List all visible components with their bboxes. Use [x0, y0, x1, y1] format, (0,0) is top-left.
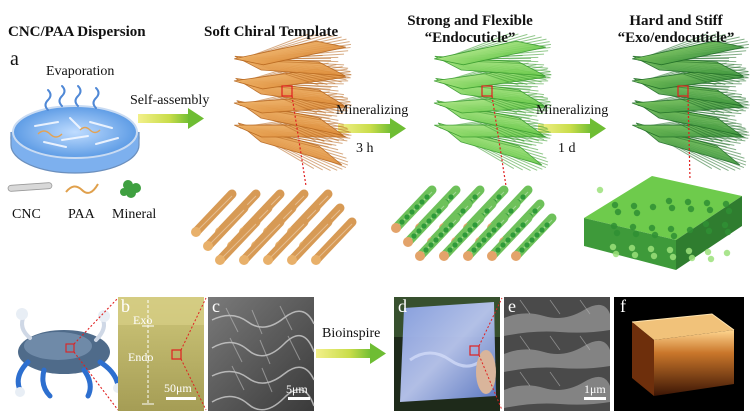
label-time-3h: 3 h: [356, 141, 374, 156]
panel-b-micrograph: [118, 297, 207, 411]
panel-d-photo: [394, 297, 503, 411]
label-bioinspire: Bioinspire: [322, 326, 381, 341]
helical-stack-orange: [233, 33, 352, 172]
fiber-rod: [203, 203, 249, 251]
stack-layer: [234, 33, 352, 66]
title-endocuticle-line1: Strong and Flexible: [407, 13, 533, 29]
label-self-assembly: Self-assembly: [130, 93, 210, 108]
fiber-rod: [463, 213, 509, 261]
panel-f-3d-render: [614, 297, 744, 411]
fiber-rod: [263, 217, 309, 265]
title-dispersion: CNC/PAA Dispersion: [8, 24, 146, 40]
arrow-bioinspire: [316, 343, 386, 364]
fiber-rod: [239, 217, 285, 265]
panel-b-letter: b: [121, 296, 130, 316]
panel-b-scale: 50μm: [164, 381, 192, 395]
title-exo-line2: “Exo/endocuticle”: [617, 30, 735, 46]
legend-glyphs: [7, 180, 141, 198]
fiber-rod: [487, 213, 533, 261]
arrow-self-assembly: [138, 108, 204, 129]
legend-mineral: Mineral: [112, 207, 157, 222]
legend-cnc: CNC: [12, 207, 41, 222]
arrow-mineralizing-1d: [538, 118, 606, 139]
fiber-rod: [287, 217, 333, 265]
title-template: Soft Chiral Template: [204, 24, 339, 40]
legend-paa: PAA: [68, 207, 95, 222]
panel-e-scale: 1μm: [584, 382, 606, 396]
fiber-rod: [215, 217, 261, 265]
mineral-slab: [584, 176, 742, 270]
petri-dish-illustration: [10, 85, 140, 174]
arrow-mineralizing-3h: [338, 118, 406, 139]
label-evaporation: Evaporation: [46, 64, 115, 79]
panel-f-letter: f: [620, 296, 626, 316]
panel-c-scale: 5μm: [286, 382, 308, 396]
label-mineralizing-1: Mineralizing: [336, 103, 409, 118]
fiber-rod: [191, 189, 237, 237]
label-time-1d: 1 d: [558, 141, 576, 156]
panel-e-sem: [504, 297, 610, 411]
fiber-rod: [403, 199, 449, 247]
fiber-rod: [511, 213, 557, 261]
title-exo-line1: Hard and Stiff: [629, 13, 723, 29]
title-endocuticle-line2: “Endocuticle”: [424, 30, 516, 46]
panel-d-letter: d: [398, 296, 407, 316]
fiber-rod: [415, 213, 461, 261]
crab-illustration: [15, 308, 123, 399]
panel-e-letter: e: [508, 296, 516, 316]
slab-top: [584, 176, 742, 240]
panel-b-endo: Endo: [128, 350, 154, 364]
fiber-rod: [439, 213, 485, 261]
crab-zoom-lines: [65, 297, 119, 411]
helical-stack-light-green: [433, 33, 552, 172]
fiber-rod: [311, 217, 357, 265]
label-mineralizing-2: Mineralizing: [536, 103, 609, 118]
fiber-bundle-mineralized: [391, 185, 557, 261]
zoom-indicators: [281, 85, 691, 187]
panel-c-sem: [208, 297, 315, 411]
fiber-rod: [391, 185, 437, 233]
panel-a-letter: a: [10, 48, 19, 70]
helical-stack-dark-green: [631, 33, 750, 172]
panel-b-exo: Exo: [133, 313, 153, 327]
stack-layer: [434, 33, 552, 66]
panel-c-letter: c: [212, 296, 220, 316]
fiber-bundle-orange: [191, 189, 357, 265]
stack-layer: [632, 33, 750, 66]
